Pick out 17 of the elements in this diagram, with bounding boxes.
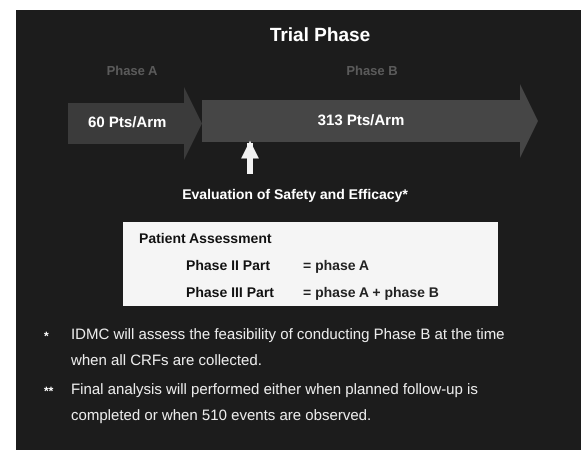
assessment-panel — [123, 222, 498, 306]
phase-heading: Phase A — [106, 62, 158, 80]
part-definition: = phase A + phase B — [303, 283, 439, 302]
arrow-label: 60 Pts/Arm — [88, 113, 166, 134]
part-name: Phase II Part — [186, 256, 270, 275]
part-name: Phase III Part — [186, 283, 274, 302]
title: Trial Phase — [268, 24, 372, 48]
footnote-text: IDMC will assess the feasibility of conducting Phase B at the time when all CRFs are collected. — [71, 325, 506, 371]
panel-heading: Patient Assessment — [139, 229, 272, 248]
evaluation-text: Evaluation of Safety and Efficacy* — [140, 184, 450, 205]
phase-heading: Phase B — [346, 62, 398, 80]
part-definition: = phase A — [303, 256, 370, 275]
footnote-mark: * — [44, 328, 49, 345]
arrow-label: 313 Pts/Arm — [316, 110, 406, 131]
up-arrow — [241, 140, 259, 174]
footnote-text: Final analysis will performed either when planned follow-up is completed or when 510 events are observed. — [71, 380, 479, 426]
footnote-mark: ** — [44, 383, 54, 400]
